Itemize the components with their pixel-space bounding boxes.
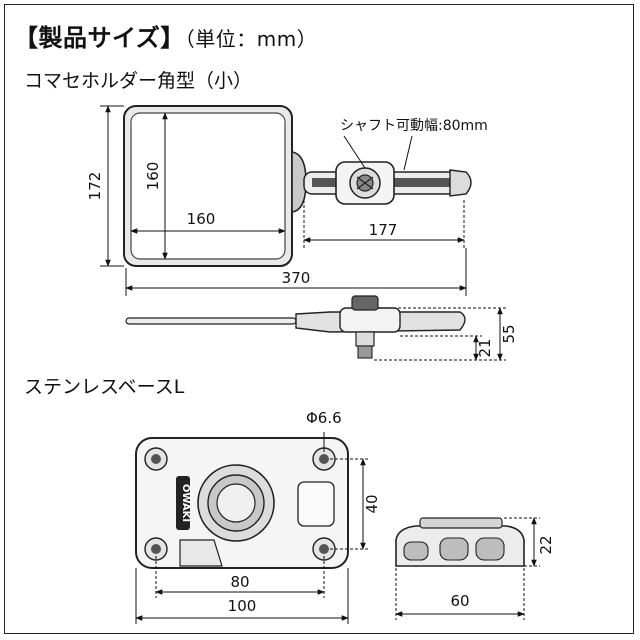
dim-total-length: 370 <box>282 269 311 287</box>
dim-hole-spacing-horizontal: 80 <box>230 573 249 591</box>
base-side-dimension-lines <box>395 517 540 620</box>
page-frame <box>4 4 634 634</box>
base-brand-mark: OWAKI <box>180 484 191 522</box>
holder-side-dimension-lines <box>374 307 506 361</box>
dim-hole-diameter: Φ6.6 <box>306 409 342 427</box>
section-title-holder: コマセホルダー角型（小） <box>24 70 253 92</box>
holder-side-view <box>125 295 466 359</box>
dim-base-width: 100 <box>228 597 257 615</box>
holder-dimension-lines <box>100 105 467 296</box>
dim-shaft-length: 177 <box>369 221 398 239</box>
heading-unit: （単位：mm） <box>184 27 318 51</box>
dim-side-height-small: 21 <box>476 338 494 357</box>
dim-base-side-width: 60 <box>450 592 469 610</box>
dim-base-side-height: 22 <box>537 535 555 554</box>
shaft-movable-note: シャフト可動幅:80mm <box>340 118 488 134</box>
page-heading: 【製品サイズ】（単位：mm） <box>14 18 317 53</box>
section-title-base: ステンレスベースL <box>24 376 185 398</box>
dim-side-height-total: 55 <box>500 324 518 343</box>
heading-title: 【製品サイズ】 <box>14 24 185 52</box>
dim-holder-height-inner: 160 <box>144 162 162 191</box>
base-side-view <box>395 517 525 567</box>
dim-hole-spacing-vertical: 40 <box>363 494 381 513</box>
base-top-view: OWAKI <box>135 437 349 569</box>
dim-holder-width-inner: 160 <box>187 210 216 228</box>
base-dimension-lines <box>135 432 370 624</box>
dim-holder-height-outer: 172 <box>86 172 104 201</box>
